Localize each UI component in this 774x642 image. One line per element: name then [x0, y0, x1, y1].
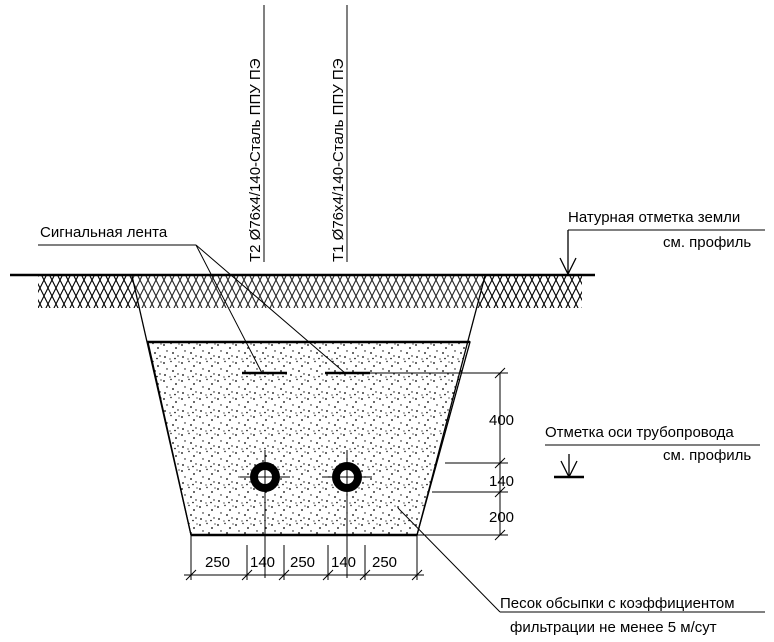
sand-callout: Песок обсыпки с коэффициентом фильтрации… — [397, 507, 765, 636]
hdim-tick-3 — [322, 569, 334, 581]
vdim-tick-1 — [494, 367, 506, 379]
hdim-value-2: 140 — [250, 554, 275, 571]
ground-hatch-left — [38, 276, 139, 308]
signal-tape-leader-2 — [195, 244, 346, 374]
hdim-value-1: 250 — [205, 554, 230, 571]
pipe-label-t2: Т2 Ø76х4/140-Сталь ППУ ПЭ — [247, 58, 264, 262]
hdim-value-3: 250 — [290, 554, 315, 571]
ground-level-label-1: Натурная отметка земли — [568, 209, 740, 226]
sand-label-1: Песок обсыпки с коэффициентом — [500, 595, 735, 612]
hdim-tick-1 — [241, 569, 253, 581]
hdim-tick-4 — [359, 569, 371, 581]
hdim-value-5: 250 — [372, 554, 397, 571]
signal-tape-leader-1 — [195, 244, 263, 374]
sand-fill — [147, 341, 471, 536]
pipe-axis-mark: Отметка оси трубопровода см. профиль — [545, 424, 760, 479]
ground-level-mark: Натурная отметка земли см. профиль — [559, 209, 765, 276]
vdim-value-3: 200 — [489, 509, 514, 526]
signal-tape-label: Сигнальная лента — [40, 224, 168, 241]
vdim-tick-4 — [494, 529, 506, 541]
vertical-dimensions: 400 140 200 — [370, 367, 514, 541]
pipe-axis-label-1: Отметка оси трубопровода — [545, 424, 734, 441]
ground-hatch-right — [478, 276, 582, 308]
ground-hatch-trench — [132, 276, 485, 308]
pipe-t1 — [322, 450, 372, 578]
pipe-axis-label-2: см. профиль — [663, 447, 751, 464]
horizontal-dimensions: 250 140 250 140 250 — [184, 535, 424, 581]
hdim-tick-2 — [278, 569, 290, 581]
sand-leader — [397, 507, 501, 613]
vdim-value-2: 140 — [489, 473, 514, 490]
vdim-tick-3 — [494, 486, 506, 498]
sand-label-2: фильтрации не менее 5 м/сут — [510, 619, 717, 636]
ground-surface — [10, 273, 595, 308]
hdim-tick-5 — [411, 569, 423, 581]
pipe-label-t1: Т1 Ø76х4/140-Сталь ППУ ПЭ — [330, 58, 347, 262]
pipe-t2 — [240, 450, 290, 578]
hdim-tick-0 — [185, 569, 197, 581]
vdim-value-1: 400 — [489, 412, 514, 429]
vdim-tick-2 — [494, 457, 506, 469]
ground-level-label-2: см. профиль — [663, 234, 751, 251]
ground-level-arrow — [559, 257, 577, 276]
hdim-value-4: 140 — [331, 554, 356, 571]
